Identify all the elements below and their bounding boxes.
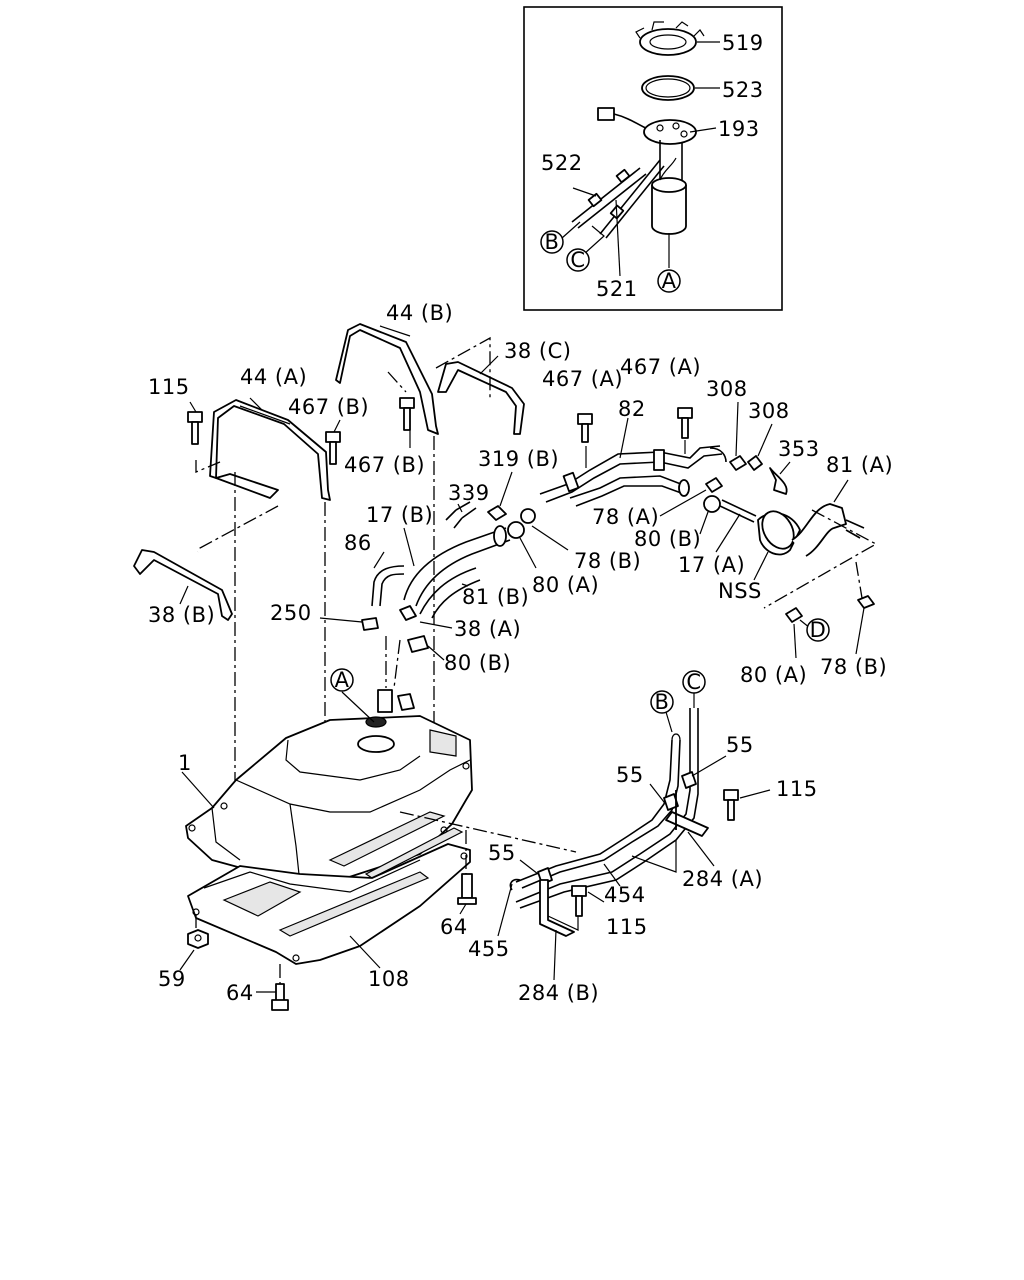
inset-frame [523, 6, 783, 311]
fuel-tank-1 [185, 715, 473, 885]
label-55-b: 55 [616, 763, 644, 787]
bolt-467b-right [399, 397, 415, 431]
bolt-64-center [457, 873, 477, 905]
label-44a: 44 (A) [240, 365, 307, 389]
label-55-c: 55 [488, 841, 516, 865]
label-519: 519 [722, 31, 764, 55]
label-17b: 17 (B) [366, 503, 433, 527]
marker-c-pipe-text: C [686, 670, 701, 694]
bolt-115-lower [571, 885, 587, 917]
marker-b-inset: B [540, 230, 564, 254]
label-467a-right: 467 (A) [620, 355, 701, 379]
bolt-467a-left [577, 413, 593, 443]
bolt-64-bottom [271, 983, 289, 1011]
marker-b-pipe: B [650, 690, 674, 714]
label-308-a: 308 [706, 377, 748, 401]
label-467b-mid: 467 (B) [344, 453, 425, 477]
marker-d-right-text: D [810, 618, 827, 642]
bracket-284a [665, 790, 709, 837]
marker-b-inset-text: B [545, 230, 560, 254]
label-82: 82 [618, 397, 646, 421]
label-193: 193 [718, 117, 760, 141]
lock-ring-519 [635, 21, 705, 56]
hose-521 [599, 159, 661, 235]
label-454: 454 [604, 883, 646, 907]
fuel-pump-assembly-193 [643, 119, 697, 235]
label-319b: 319 (B) [478, 447, 559, 471]
label-78b-center: 78 (B) [574, 549, 641, 573]
label-115-top: 115 [148, 375, 190, 399]
label-523: 523 [722, 78, 764, 102]
label-455: 455 [468, 937, 510, 961]
clamp-55-a [663, 793, 679, 811]
label-522: 522 [541, 151, 583, 175]
label-80b-tank: 80 (B) [444, 651, 511, 675]
label-38b: 38 (B) [148, 603, 215, 627]
label-81b: 81 (B) [462, 585, 529, 609]
label-339: 339 [448, 481, 490, 505]
label-44b: 44 (B) [386, 301, 453, 325]
strap-44b [335, 323, 439, 435]
canister-nss [757, 510, 801, 556]
marker-c-pipe: C [682, 670, 706, 694]
filler-hoses [361, 501, 536, 713]
nut-59 [187, 929, 209, 949]
bracket-284b [539, 879, 575, 937]
fuel-pipes-454-455 [509, 708, 699, 909]
label-78a: 78 (A) [592, 505, 659, 529]
bolt-467a-right [677, 407, 693, 439]
band-38c [437, 361, 525, 435]
label-284a: 284 (A) [682, 867, 763, 891]
label-284b: 284 (B) [518, 981, 599, 1005]
marker-d-right: D [806, 618, 830, 642]
marker-a-tank-text: A [335, 668, 350, 692]
label-86: 86 [344, 531, 372, 555]
label-59: 59 [158, 967, 186, 991]
label-64-center: 64 [440, 915, 468, 939]
label-80b-right: 80 (B) [634, 527, 701, 551]
label-308-b: 308 [748, 399, 790, 423]
fuel-pump-inset [523, 6, 783, 311]
label-80a-right: 80 (A) [740, 663, 807, 687]
pump-connector [597, 107, 615, 121]
hose-81a [791, 503, 847, 557]
label-17a: 17 (A) [678, 553, 745, 577]
label-250: 250 [270, 601, 312, 625]
bolt-115-top [187, 411, 203, 445]
label-64-bottom: 64 [226, 981, 254, 1005]
label-38c: 38 (C) [504, 339, 571, 363]
label-1: 1 [178, 751, 192, 775]
marker-a-tank: A [330, 668, 354, 692]
label-80a-center: 80 (A) [532, 573, 599, 597]
skid-plate-108 [187, 843, 471, 965]
label-353: 353 [778, 437, 820, 461]
label-38a: 38 (A) [454, 617, 521, 641]
label-55-a: 55 [726, 733, 754, 757]
bolt-467b-left [325, 431, 341, 465]
label-467b-top: 467 (B) [288, 395, 369, 419]
label-108: 108 [368, 967, 410, 991]
marker-c-inset: C [566, 248, 590, 272]
heat-shield-44a [209, 399, 331, 501]
label-521: 521 [596, 277, 638, 301]
label-81a: 81 (A) [826, 453, 893, 477]
gasket-523 [641, 75, 695, 101]
marker-c-inset-text: C [570, 248, 585, 272]
bolt-115-right [723, 789, 739, 821]
label-115-right: 115 [776, 777, 818, 801]
marker-a-inset: A [657, 269, 681, 293]
marker-a-inset-text: A [662, 269, 677, 293]
breather-pipes-82 [539, 445, 727, 507]
label-115-lower: 115 [606, 915, 648, 939]
label-nss: NSS [718, 579, 762, 603]
label-78b-right: 78 (B) [820, 655, 887, 679]
marker-b-pipe-text: B [655, 690, 670, 714]
part-labels: 519 523 193 522 521 44 (B) 38 (C) 115 44… [148, 31, 893, 1005]
label-467a-left: 467 (A) [542, 367, 623, 391]
band-38b [133, 549, 233, 621]
